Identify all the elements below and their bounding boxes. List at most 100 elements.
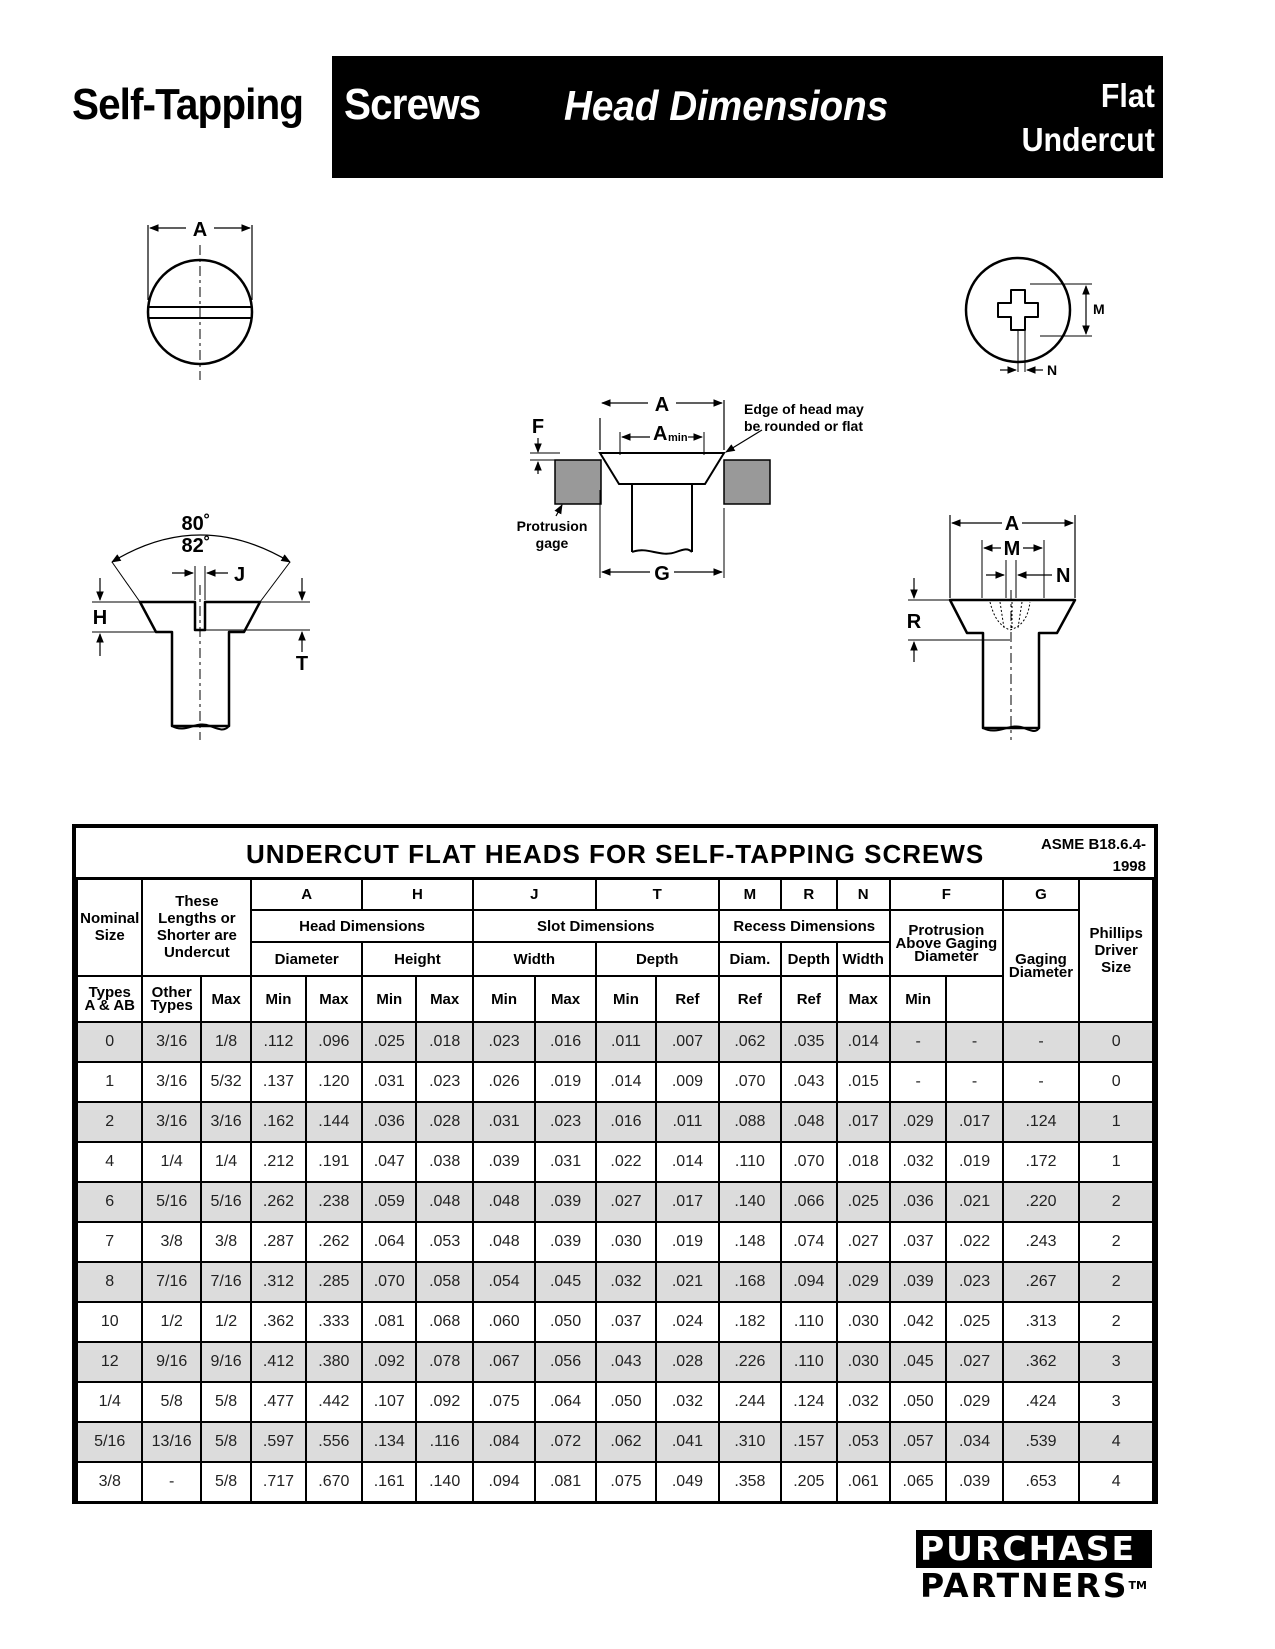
table-cell: .670 xyxy=(304,1461,364,1503)
table-cell: .362 xyxy=(1001,1341,1081,1383)
table-cell: 2 xyxy=(1078,1261,1154,1303)
table-cell: .064 xyxy=(534,1381,597,1423)
table-cell: .653 xyxy=(1001,1461,1081,1503)
table-cell: .161 xyxy=(361,1461,418,1503)
page-title-self-tapping: Self-Tapping xyxy=(72,80,304,129)
dim-label-a-gage: A xyxy=(655,394,669,416)
table-cell: .039 xyxy=(945,1461,1004,1503)
table-cell: .043 xyxy=(780,1061,838,1103)
table-cell: .016 xyxy=(594,1101,658,1143)
dim-label-m-side: M xyxy=(1004,538,1021,560)
table-cell: .061 xyxy=(835,1461,891,1503)
table-cell: 5/16 xyxy=(141,1181,202,1223)
table-cell: .030 xyxy=(835,1301,891,1343)
table-cell: .110 xyxy=(780,1301,838,1343)
table-cell: 7/16 xyxy=(199,1261,253,1303)
table-cell: .026 xyxy=(471,1061,537,1103)
col-a-min: Min xyxy=(250,975,307,1023)
table-cell: 3/16 xyxy=(141,1061,202,1103)
purchase-partners-logo: PURCHASE PARTNERSTM xyxy=(916,1530,1152,1604)
table-cell: .011 xyxy=(655,1101,720,1143)
col-sub-recess-width: Width xyxy=(835,941,891,977)
table-cell: .060 xyxy=(471,1301,537,1343)
col-letter-j: J xyxy=(471,877,597,911)
table-cell: 1/4 xyxy=(141,1141,202,1183)
page-subtitle-head-dimensions: Head Dimensions xyxy=(564,82,889,129)
table-cell: .072 xyxy=(534,1421,597,1463)
table-cell: .048 xyxy=(471,1181,537,1223)
table-cell: .053 xyxy=(415,1221,474,1263)
table-cell: .162 xyxy=(250,1101,307,1143)
col-f-max: Max xyxy=(835,975,891,1023)
table-cell: .140 xyxy=(415,1461,474,1503)
table-cell: 5/32 xyxy=(199,1061,253,1103)
table-cell: .064 xyxy=(361,1221,418,1263)
table-cell: 4 xyxy=(75,1141,144,1183)
table-cell: .032 xyxy=(835,1381,891,1423)
table-cell: .081 xyxy=(361,1301,418,1343)
col-n-ref: Ref xyxy=(780,975,838,1023)
col-letter-a: A xyxy=(250,877,364,911)
table-cell: .030 xyxy=(594,1221,658,1263)
table-cell: .032 xyxy=(888,1141,948,1183)
table-cell: .172 xyxy=(1001,1141,1081,1183)
gage-note-line1: Protrusion xyxy=(517,518,588,534)
dim-label-a-min: A xyxy=(653,423,667,445)
dim-label-t: T xyxy=(296,653,308,675)
standard-line1: ASME B18.6.4- xyxy=(1040,836,1146,853)
col-sub-width: Width xyxy=(471,941,597,977)
standard-line2: 1998 xyxy=(1112,858,1146,875)
table-cell: .035 xyxy=(780,1021,838,1063)
table-cell: .477 xyxy=(250,1381,307,1423)
table-cell: .285 xyxy=(304,1261,364,1303)
table-cell: .075 xyxy=(594,1461,658,1503)
col-h-max: Max xyxy=(304,975,364,1023)
col-j-min: Min xyxy=(471,975,537,1023)
table-cell: .313 xyxy=(1001,1301,1081,1343)
table-cell: .238 xyxy=(304,1181,364,1223)
table-cell: .107 xyxy=(361,1381,418,1423)
table-cell: .014 xyxy=(594,1061,658,1103)
table-cell: .094 xyxy=(780,1261,838,1303)
table-cell: .148 xyxy=(717,1221,783,1263)
table-cell: .041 xyxy=(655,1421,720,1463)
table-cell: 7/16 xyxy=(141,1261,202,1303)
table-row: 3/8-5/8.717.670.161.140.094.081.075.049.… xyxy=(75,1461,1154,1503)
table-cell: .094 xyxy=(471,1461,537,1503)
standard-reference: ASME B18.6.4- 1998 xyxy=(1018,834,1146,878)
table-cell: .023 xyxy=(945,1261,1004,1303)
table-cell: .031 xyxy=(361,1061,418,1103)
table-cell: .157 xyxy=(780,1421,838,1463)
dim-label-g: G xyxy=(654,563,670,585)
col-letter-n: N xyxy=(835,877,891,911)
logo-line-purchase: PURCHASE xyxy=(916,1530,1152,1568)
col-j-max: Max xyxy=(415,975,474,1023)
table-cell: 2 xyxy=(1078,1301,1154,1343)
page-title-screws: Screws xyxy=(344,80,481,129)
table-cell: 3/16 xyxy=(141,1101,202,1143)
logo-trademark: TM xyxy=(1128,1579,1147,1592)
table-cell: 5/16 xyxy=(199,1181,253,1223)
table-cell: 1/4 xyxy=(199,1141,253,1183)
col-group-slot-dimensions: Slot Dimensions xyxy=(471,909,720,943)
table-cell: 0 xyxy=(1078,1061,1154,1103)
table-cell: .137 xyxy=(250,1061,307,1103)
dim-label-h: H xyxy=(93,607,107,629)
table-cell: .011 xyxy=(594,1021,658,1063)
table-cell: .031 xyxy=(471,1101,537,1143)
col-letter-t: T xyxy=(594,877,720,911)
table-cell: .034 xyxy=(945,1421,1004,1463)
table-cell: .048 xyxy=(471,1221,537,1263)
table-cell: .021 xyxy=(945,1181,1004,1223)
table-cell: .028 xyxy=(655,1341,720,1383)
table-cell: - xyxy=(945,1061,1004,1103)
table-cell: .050 xyxy=(534,1301,597,1343)
table-cell: 2 xyxy=(1078,1181,1154,1223)
